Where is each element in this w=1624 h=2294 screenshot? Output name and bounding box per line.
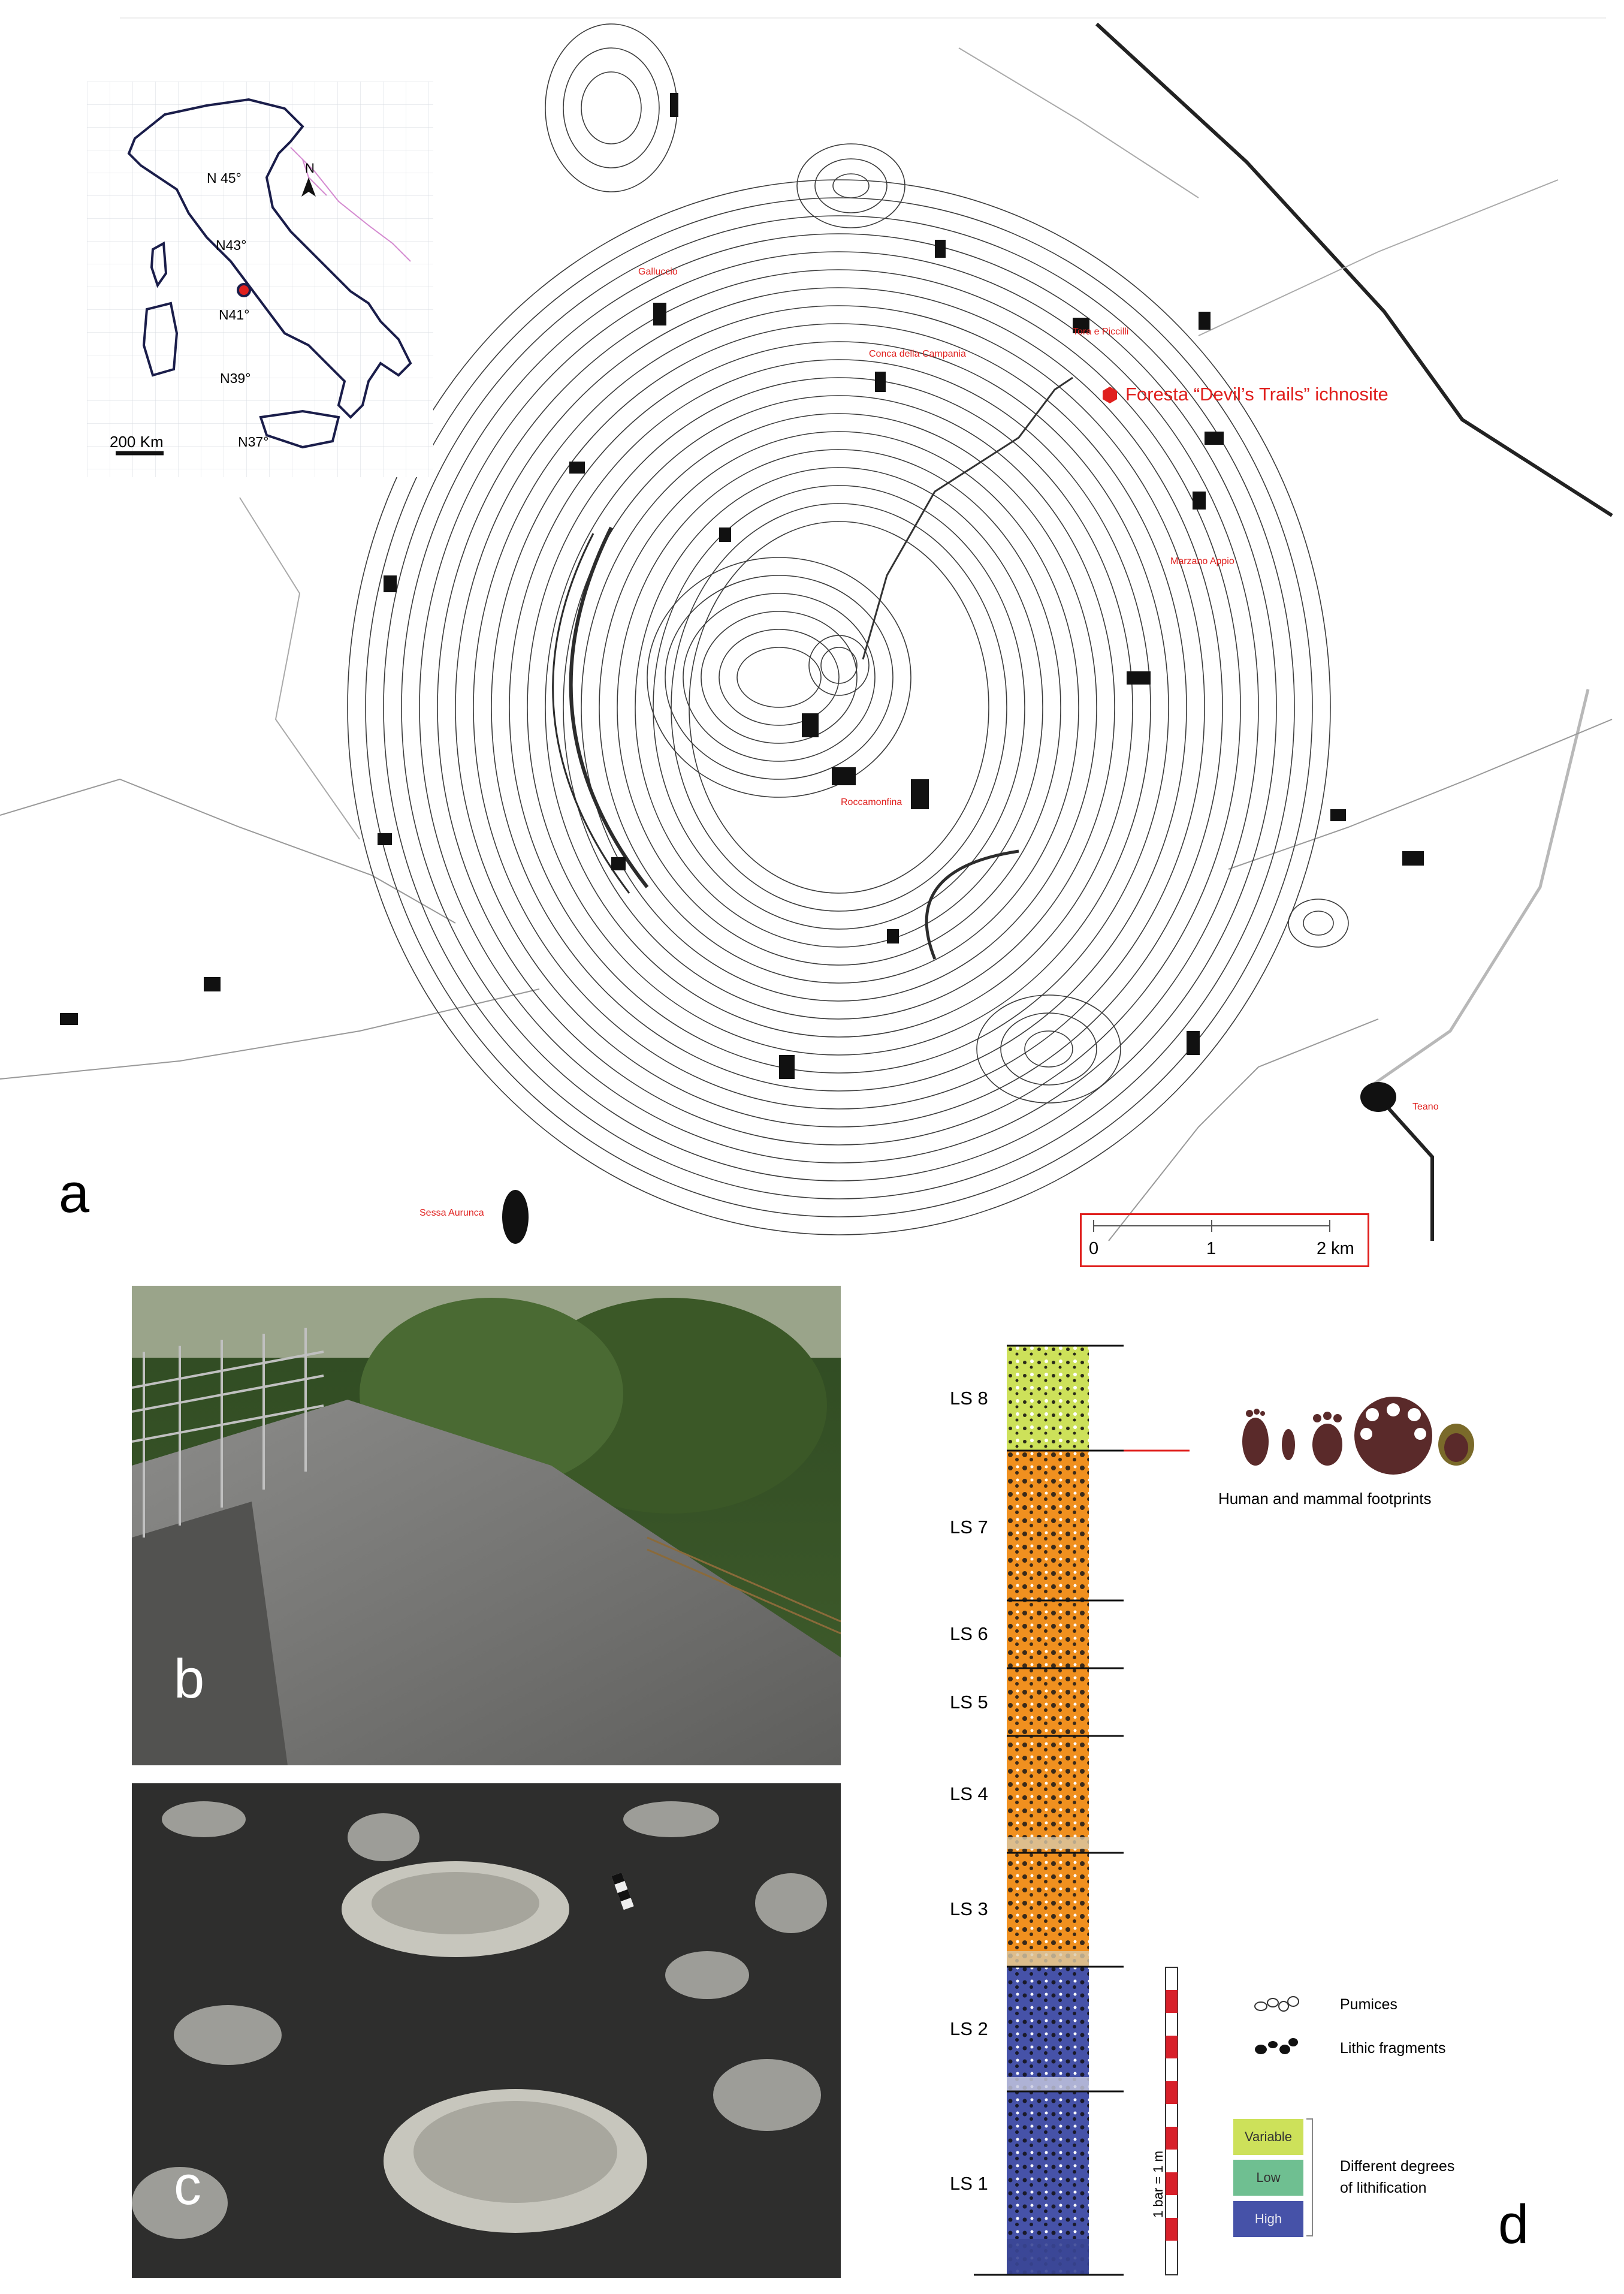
map-scalebar: 0 1 2 km (1080, 1213, 1369, 1267)
degree-variable-swatch: Variable (1233, 2119, 1303, 2155)
teano-town (1360, 1082, 1396, 1112)
panel-letter-b: b (174, 1648, 205, 1710)
sessa-aurunca-town (502, 1190, 529, 1244)
stratigraphic-column (1007, 1346, 1089, 2275)
layer-ls7 (1007, 1451, 1089, 1600)
lat-43: N43° (216, 237, 247, 253)
footprints-caption: Human and mammal footprints (1218, 1490, 1432, 1508)
layer-ls5 (1007, 1668, 1089, 1736)
panel-letter-d: d (1498, 2194, 1529, 2255)
sicily-outline (259, 409, 340, 449)
inset-map: N N 45° N43° N41° N39° N37° 200 Km (87, 82, 433, 477)
italy-outline (127, 98, 412, 419)
layer-ls2 (1007, 1967, 1089, 2091)
site-marker (1103, 387, 1117, 403)
lithics-label: Lithic fragments (1340, 2040, 1446, 2057)
degrees-title-line2: of lithification (1340, 2180, 1427, 2196)
unit-label-ls6: LS 6 (950, 1623, 988, 1644)
unit-label-ls2: LS 2 (950, 2018, 988, 2039)
town-label-galluccio: Galluccio (638, 267, 678, 277)
degree-high-swatch: High (1233, 2201, 1303, 2237)
scale-tick-0: 0 (1089, 1239, 1099, 1258)
main-road (1095, 22, 1613, 517)
town-label-tora: Tora e Piccilli (1073, 327, 1129, 337)
scale-tick-2: 2 km (1317, 1239, 1354, 1258)
town-label-marzano: Marzano Appio (1170, 556, 1234, 566)
town-label-sessa: Sessa Aurunca (419, 1208, 484, 1218)
town-label-teano: Teano (1412, 1102, 1439, 1112)
unit-label-ls4: LS 4 (950, 1783, 988, 1804)
sardinia-outline (142, 302, 179, 377)
contour-lines (347, 23, 1349, 1235)
north-label: N (305, 161, 315, 176)
map-panel: Foresta “Devil’s Trails” ichnosite Gallu… (0, 17, 1613, 1267)
unit-label-ls8: LS 8 (950, 1388, 988, 1409)
layer-ls6 (1007, 1600, 1089, 1668)
pumice-icon (1252, 1993, 1300, 2017)
lat-39: N39° (220, 370, 251, 386)
hoof-print-icon (1282, 1429, 1295, 1460)
photo-ichnosite-walkway: b (132, 1286, 841, 1765)
scale-tick-1: 1 (1206, 1239, 1217, 1258)
unit-label-ls7: LS 7 (950, 1517, 988, 1538)
site-label: Foresta “Devil’s Trails” ichnosite (1125, 384, 1388, 405)
lat-41: N41° (219, 307, 250, 322)
paw-print-icon (1312, 1424, 1342, 1466)
town-label-conca: Conca della Campania (869, 349, 966, 359)
pumices-label: Pumices (1340, 1996, 1397, 2013)
footprint-icons (1222, 1379, 1480, 1481)
photo-footprints-closeup: c (132, 1783, 841, 2278)
scale-note: 1 bar = 1 m (1151, 2151, 1166, 2218)
north-arrow-icon (301, 177, 316, 197)
unit-label-ls3: LS 3 (950, 1898, 988, 1919)
human-footprint-icon (1242, 1418, 1269, 1466)
inset-scale-label: 200 Km (110, 433, 164, 451)
inset-site-marker (237, 283, 251, 297)
panel-letter-a: a (59, 1163, 90, 1224)
degrees-title-line1: Different degrees (1340, 2158, 1455, 2175)
degree-low-swatch: Low (1233, 2160, 1303, 2196)
layer-ls8 (1007, 1346, 1089, 1451)
layer-ls3 (1007, 1853, 1089, 1967)
town-label-roccamonfina: Roccamonfina (841, 797, 902, 807)
unit-label-ls5: LS 5 (950, 1692, 988, 1713)
unit-label-ls1: LS 1 (950, 2173, 988, 2194)
lithic-icon (1252, 2035, 1300, 2061)
lat-45: N 45° (207, 170, 242, 186)
vertical-scale-bar (1165, 1967, 1178, 2275)
layer-ls4 (1007, 1736, 1089, 1853)
lat-37: N37° (238, 434, 269, 450)
contour-map (0, 17, 1613, 1244)
panel-letter-c: c (174, 2155, 201, 2216)
